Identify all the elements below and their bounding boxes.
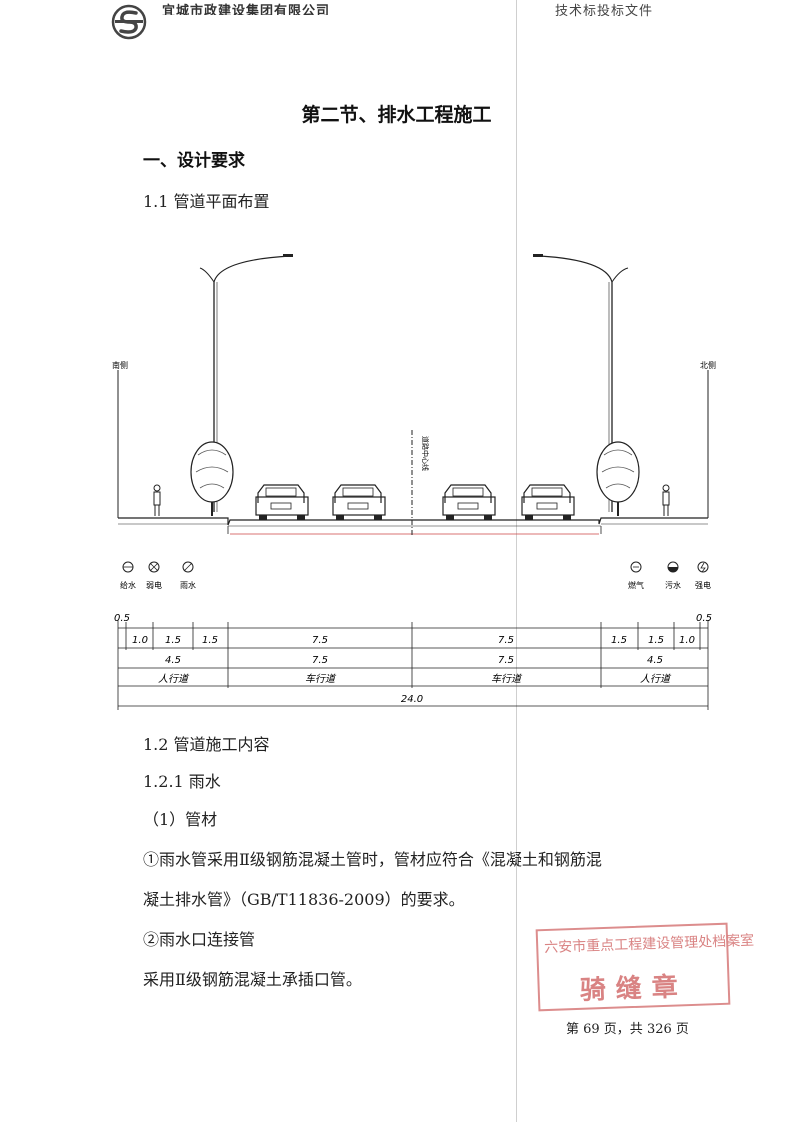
utility-label-power: 强电 bbox=[695, 580, 711, 590]
stamp-line-1: 六安市重点工程建设管理处档案室 bbox=[544, 932, 755, 957]
page-header: 宜城市政建设集团有限公司 技术标投标文件 bbox=[0, 0, 793, 40]
label-row3-2: 车行道 bbox=[491, 673, 523, 685]
utility-label-rain: 雨水 bbox=[180, 580, 196, 590]
dim-row1-8: 1.0 bbox=[679, 635, 695, 646]
dim-row1-3: 1.5 bbox=[202, 635, 218, 646]
utility-label-sewage: 污水 bbox=[665, 580, 681, 590]
section-title: 第二节、排水工程施工 bbox=[301, 104, 492, 126]
utility-water-supply-icon bbox=[122, 561, 134, 573]
utility-label-weak-current: 弱电 bbox=[146, 580, 162, 590]
road-cross-section-drawing: 南侧 北侧 bbox=[112, 254, 716, 710]
car-4 bbox=[521, 484, 575, 520]
utility-sewage-icon bbox=[667, 561, 679, 573]
dim-row1-1: 1.0 bbox=[132, 635, 148, 646]
dim-total-width: 24.0 bbox=[401, 694, 423, 705]
item-inlet-connection-pipe: ②雨水口连接管 bbox=[143, 930, 256, 949]
road-surface-line bbox=[118, 517, 708, 526]
dim-row2-3: 4.5 bbox=[647, 655, 663, 666]
subheading-pipe-layout: 1.1 管道平面布置 bbox=[143, 192, 270, 211]
page-fold-line bbox=[516, 0, 517, 1122]
car-3 bbox=[442, 484, 496, 520]
subheading-rainwater: 1.2.1 雨水 bbox=[143, 772, 221, 791]
dim-row1-2: 1.5 bbox=[165, 635, 181, 646]
centerline-label: 道路中心线 bbox=[421, 436, 430, 471]
dim-row1-6: 1.5 bbox=[611, 635, 627, 646]
seam-stamp: 六安市重点工程建设管理处档案室 骑缝章 bbox=[535, 922, 754, 1012]
label-row3-1: 车行道 bbox=[305, 673, 337, 685]
pedestrian-left bbox=[153, 484, 161, 516]
utility-power-icon bbox=[697, 561, 709, 573]
label-row3-3: 人行道 bbox=[640, 673, 672, 685]
utility-weak-current-icon bbox=[148, 561, 160, 573]
document-type: 技术标投标文件 bbox=[555, 4, 654, 19]
paragraph-socket-pipe: 采用Ⅱ级钢筋混凝土承插口管。 bbox=[143, 970, 362, 989]
dimension-lines bbox=[117, 620, 709, 710]
dim-row1-0: 0.5 bbox=[114, 613, 130, 624]
stamp-line-2: 骑缝章 bbox=[579, 972, 689, 1006]
dim-row1-9: 0.5 bbox=[696, 613, 712, 624]
label-row3-0: 人行道 bbox=[158, 673, 190, 685]
utility-label-gas: 燃气 bbox=[628, 580, 644, 590]
pedestrian-right bbox=[662, 484, 670, 516]
subheading-pipe-construction: 1.2 管道施工内容 bbox=[143, 735, 270, 754]
dim-row1-5: 7.5 bbox=[498, 635, 514, 646]
dim-row2-0: 4.5 bbox=[165, 655, 181, 666]
dim-row2-1: 7.5 bbox=[312, 655, 328, 666]
utility-gas-icon bbox=[630, 561, 642, 573]
dim-row2-2: 7.5 bbox=[498, 655, 514, 666]
side-label-north: 北侧 bbox=[700, 360, 716, 370]
paragraph-rain-pipe-line1: ①雨水管采用Ⅱ级钢筋混凝土管时，管材应符合《混凝土和钢筋混 bbox=[143, 850, 602, 869]
car-2 bbox=[332, 484, 386, 520]
company-name: 宜城市政建设集团有限公司 bbox=[162, 4, 331, 19]
dim-row1-4: 7.5 bbox=[312, 635, 328, 646]
car-1 bbox=[255, 484, 309, 520]
tree-left bbox=[190, 441, 234, 516]
utility-label-water: 给水 bbox=[120, 580, 136, 590]
side-label-south: 南侧 bbox=[112, 360, 128, 370]
page-number: 第 69 页，共 326 页 bbox=[566, 1022, 689, 1037]
item-pipe-material: （1）管材 bbox=[143, 810, 218, 829]
tree-right bbox=[596, 441, 640, 516]
utility-rainwater-icon bbox=[182, 561, 194, 573]
heading-design-requirements: 一、设计要求 bbox=[143, 151, 245, 171]
company-logo-icon bbox=[111, 4, 147, 40]
dim-row1-7: 1.5 bbox=[648, 635, 664, 646]
paragraph-rain-pipe-line2: 凝土排水管》（GB/T11836-2009）的要求。 bbox=[143, 890, 465, 909]
